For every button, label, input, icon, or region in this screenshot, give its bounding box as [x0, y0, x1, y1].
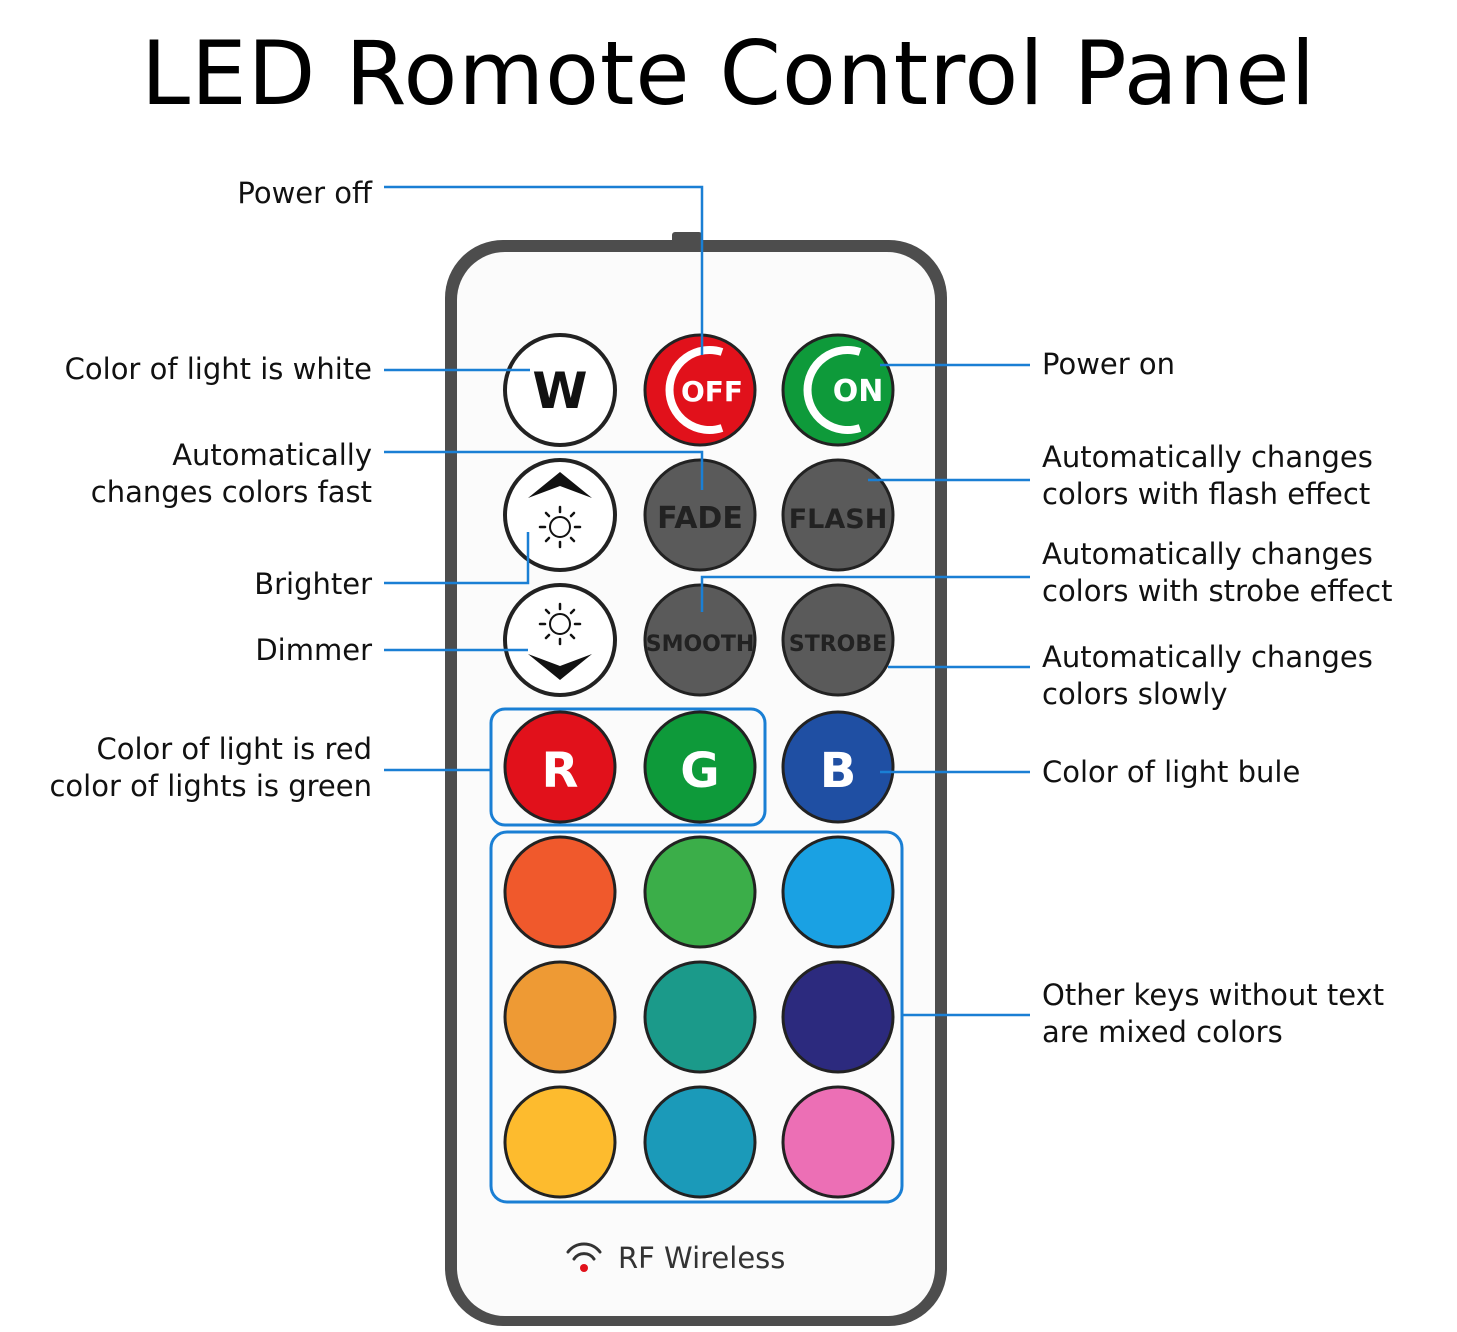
leader-brighter [384, 532, 530, 585]
mixed-color-button[interactable] [643, 835, 757, 949]
label-white: Color of light is white [64, 352, 372, 386]
leader-power-off [384, 185, 704, 355]
label-power-off: Power off [237, 176, 372, 210]
off-button[interactable]: OFF [643, 333, 757, 447]
mixed-color-button[interactable] [643, 1085, 757, 1199]
mixed-color-button[interactable] [781, 835, 895, 949]
mixed-color-button[interactable] [503, 1085, 617, 1199]
green-button-label: G [680, 743, 719, 799]
on-button[interactable]: ON [781, 333, 895, 447]
up-arrow-icon [528, 472, 592, 498]
mixed-color-button[interactable] [503, 835, 617, 949]
label-blue: Color of light bule [1042, 755, 1301, 789]
strobe-button[interactable]: STROBE [781, 583, 895, 697]
fade-button[interactable]: FADE [643, 458, 757, 572]
power-ring-icon [665, 346, 724, 434]
mixed-color-button[interactable] [781, 1085, 895, 1199]
green-button[interactable]: G [643, 710, 757, 824]
leader-fast [384, 450, 704, 490]
label-power-on: Power on [1042, 347, 1176, 381]
rg-highlight-box [489, 707, 767, 827]
page-title: LED Romote Control Panel [140, 22, 1317, 125]
fade-button-label: FADE [657, 501, 743, 536]
brighter-button[interactable] [503, 458, 617, 572]
white-button-label: W [532, 362, 587, 420]
on-button-label: ON [833, 374, 884, 409]
blue-button-label: B [820, 743, 857, 799]
white-button[interactable]: W [503, 333, 617, 447]
rf-wireless-logo: RF Wireless [566, 1241, 785, 1275]
rf-wireless-label: RF Wireless [618, 1241, 785, 1275]
leader-lines [384, 185, 1030, 1017]
wifi-icon [566, 1242, 602, 1272]
off-button-label: OFF [681, 375, 743, 408]
mixed-color-button[interactable] [503, 960, 617, 1074]
smooth-button-label: SMOOTH [646, 632, 755, 657]
leader-strobe [700, 575, 1030, 612]
strobe-button-label: STROBE [789, 632, 887, 657]
sun-icon [538, 602, 582, 646]
label-brighter: Brighter [254, 567, 372, 601]
down-arrow-icon [528, 654, 592, 680]
sun-icon [538, 505, 582, 549]
flash-button-label: FLASH [789, 504, 888, 535]
flash-button[interactable]: FLASH [781, 458, 895, 572]
mixed-color-button[interactable] [781, 960, 895, 1074]
smooth-button[interactable]: SMOOTH [643, 583, 757, 697]
label-dimmer: Dimmer [255, 633, 372, 667]
dimmer-button[interactable] [503, 583, 617, 697]
red-button[interactable]: R [503, 710, 617, 824]
mixed-color-button[interactable] [643, 960, 757, 1074]
power-ring-icon [803, 346, 862, 434]
mixed-highlight-box [489, 830, 904, 1204]
blue-button[interactable]: B [781, 710, 895, 824]
mixed-color-grid [503, 835, 895, 1199]
red-button-label: R [542, 743, 579, 799]
remote-clip [672, 232, 702, 244]
